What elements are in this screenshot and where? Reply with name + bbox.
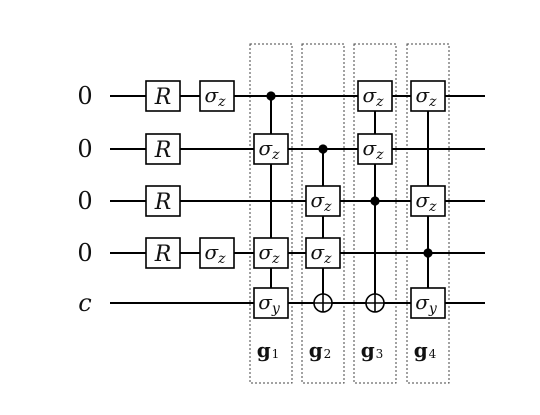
prep-gate-R-row-1-text: R [154,138,172,163]
prep-gate-R-row-3: R [145,237,181,269]
g2-row-3-sigma-z-text: σz [310,240,332,267]
g1-row-1-sigma-z: σz [253,133,289,165]
g3-row-1-sigma-z-text: σz [362,136,384,163]
g3-row-0-sigma-z-box [357,80,393,112]
prep-gate-sigma-z-row-0: σz [199,80,235,112]
prep-gate-R-row-0-box [145,80,181,112]
prep-gate-sigma-z-row-3-box [199,237,235,269]
g2-row-2-sigma-z-text: σz [310,188,332,215]
generator-frame-1 [249,43,293,384]
g4-row-2-sigma-z-box [410,185,446,217]
prep-gate-sigma-z-row-0-box [199,80,235,112]
row-label-4: c [78,289,91,317]
g3-row-0-sigma-z: σz [357,80,393,112]
g4-row-2-sigma-z-text: σz [415,188,437,215]
generator-label-2: g2 [309,338,332,362]
prep-gate-R-row-0: R [145,80,181,112]
prep-gate-R-row-2: R [145,185,181,217]
row-label-0: 0 [77,82,92,110]
g4-row-3-control-dot [423,248,433,258]
prep-gate-sigma-z-row-3-text: σz [204,240,226,267]
row-label-1: 0 [77,135,92,163]
generator-label-3: g3 [361,338,384,362]
prep-gate-R-row-0-text: R [154,85,172,110]
g4-row-0-sigma-z-box [410,80,446,112]
g3-row-1-sigma-z-box [357,133,393,165]
g2-row-2-sigma-z-box [305,185,341,217]
prep-gate-R-row-3-text: R [154,242,172,267]
prep-gate-R-row-2-box [145,185,181,217]
g1-row-3-sigma-z: σz [253,237,289,269]
g4-row-4-sigma-y-box [410,287,446,319]
g2-row-1-control-dot [318,144,328,154]
g4-row-4-sigma-y-text: σy [415,290,438,317]
row-label-2: 0 [77,187,92,215]
generator-label-1: g1 [257,338,280,362]
g2-row-3-sigma-z-box [305,237,341,269]
g3-row-4-target-oplus [365,293,385,313]
generator-frame-4 [406,43,450,384]
g4-row-2-sigma-z: σz [410,185,446,217]
g4-row-4-sigma-y: σy [410,287,446,319]
g4-row-0-sigma-z-text: σz [415,83,437,110]
g2-row-2-sigma-z: σz [305,185,341,217]
g1-row-4-sigma-y: σy [253,287,289,319]
g3-row-0-sigma-z-text: σz [362,83,384,110]
prep-gate-R-row-1-box [145,133,181,165]
prep-gate-R-row-3-box [145,237,181,269]
prep-gate-sigma-z-row-0-text: σz [204,83,226,110]
prep-gate-sigma-z-row-3: σz [199,237,235,269]
g2-row-3-sigma-z: σz [305,237,341,269]
g3-row-2-control-dot [370,196,380,206]
g1-row-1-sigma-z-text: σz [258,136,280,163]
g3-row-1-sigma-z: σz [357,133,393,165]
row-label-3: 0 [77,239,92,267]
g1-row-4-sigma-y-box [253,287,289,319]
prep-gate-R-row-2-text: R [154,190,172,215]
g1-row-0-control-dot [266,91,276,101]
generator-frame-3 [353,43,397,384]
g1-row-4-sigma-y-text: σy [258,290,281,317]
g1-row-3-sigma-z-text: σz [258,240,280,267]
generator-frame-2 [301,43,345,384]
prep-gate-R-row-1: R [145,133,181,165]
generator-label-4: g4 [414,338,437,362]
g1-row-3-sigma-z-box [253,237,289,269]
g2-row-4-target-oplus [313,293,333,313]
g4-row-0-sigma-z: σz [410,80,446,112]
g1-row-1-sigma-z-box [253,133,289,165]
